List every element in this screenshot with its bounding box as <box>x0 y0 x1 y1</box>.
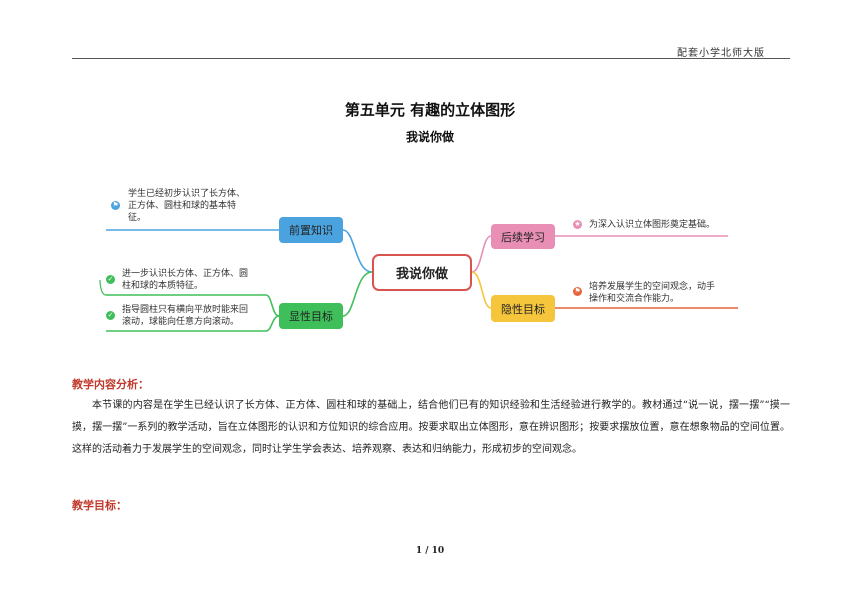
branch-implicit-goals: 隐性目标 <box>491 295 555 322</box>
leaf-prior-knowledge: 学生已经初步认识了长方体、 正方体、圆柱和球的基本特 征。 <box>128 188 245 224</box>
leaf-line: 正方体、圆柱和球的基本特 <box>128 201 237 211</box>
page-title: 第五单元 有趣的立体图形 <box>344 101 516 119</box>
header-edition: 配套小学北师大版 <box>677 48 765 59</box>
leaf-line: 滚动，球能向任意方向滚动。 <box>122 317 240 327</box>
flag-icon: ⚑ <box>111 201 120 210</box>
analysis-heading: 教学内容分析： <box>72 378 149 391</box>
check-icon: ✓ <box>106 275 115 284</box>
leaf-line: 为深入认识立体图形奠定基础。 <box>589 220 716 230</box>
leaf-line: 学生已经初步认识了长方体、 <box>128 189 246 199</box>
leaf-line: 柱和球的本质特征。 <box>122 281 204 291</box>
check-icon: ✓ <box>106 311 115 320</box>
leaf-line: 培养发展学生的空间观念，动手 <box>589 282 716 292</box>
branch-explicit-goals: 显性目标 <box>279 303 343 329</box>
leaf-explicit-goal-2: 指导圆柱只有横向平放时能来回 滚动，球能向任意方向滚动。 <box>122 304 248 328</box>
leaf-line: 征。 <box>128 213 147 223</box>
analysis-paragraph: 本节课的内容是在学生已经认识了长方体、正方体、圆柱和球的基础上，结合他们已有的知… <box>72 400 790 455</box>
star-icon: ★ <box>573 220 582 229</box>
leaf-explicit-goal-1: 进一步认识长方体、正方体、圆 柱和球的本质特征。 <box>122 268 248 292</box>
goals-heading: 教学目标： <box>72 499 127 512</box>
flag-icon: ⚑ <box>573 287 582 296</box>
leaf-follow-up: 为深入认识立体图形奠定基础。 <box>589 219 715 231</box>
page-subtitle: 我说你做 <box>405 130 454 144</box>
branch-prior-knowledge: 前置知识 <box>279 217 343 243</box>
leaf-line: 指导圆柱只有横向平放时能来回 <box>122 305 249 315</box>
mindmap-center-node: 我说你做 <box>372 254 472 291</box>
page-number: 1 / 10 <box>415 546 445 556</box>
leaf-line: 进一步认识长方体、正方体、圆 <box>122 269 249 279</box>
leaf-line: 操作和交流合作能力。 <box>589 294 680 304</box>
leaf-implicit-goals: 培养发展学生的空间观念，动手 操作和交流合作能力。 <box>589 281 715 305</box>
branch-follow-up: 后续学习 <box>491 224 555 249</box>
header-divider <box>72 58 790 59</box>
